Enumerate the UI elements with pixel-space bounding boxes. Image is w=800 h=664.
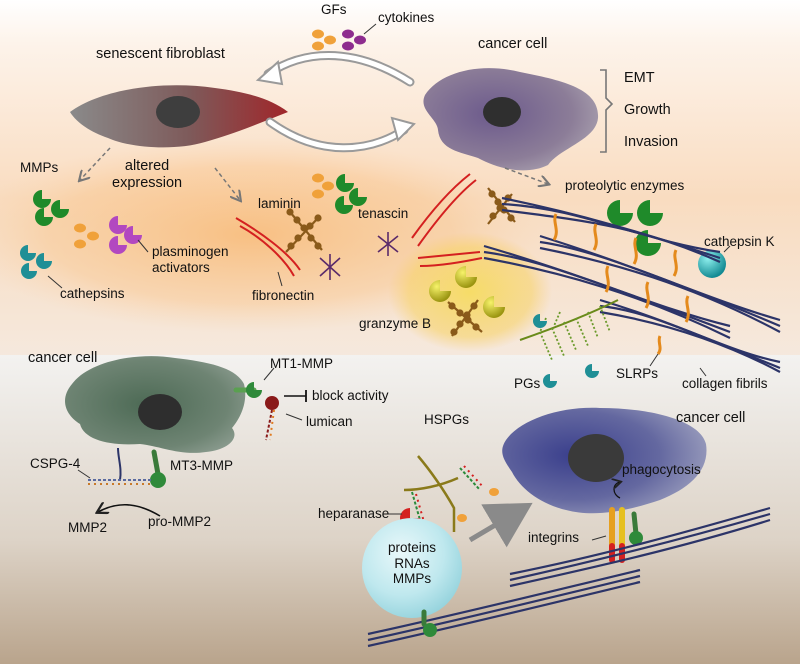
mmps-cluster	[33, 190, 69, 226]
cathepsin-k-label: cathepsin K	[704, 234, 775, 249]
extracellular-vesicle	[362, 518, 462, 618]
vesicle-receptor	[421, 609, 437, 637]
cytokines-dots	[342, 29, 366, 51]
block-activity-label: block activity	[312, 388, 389, 403]
vesicle-arrow	[468, 502, 533, 548]
cancer-cell-top-nucleus	[483, 97, 521, 127]
cancer-cell-mid	[65, 356, 246, 453]
slrps-label: SLRPs	[616, 366, 659, 381]
altered-expression-label: altered expression	[112, 158, 183, 191]
cancer-cell-mid-nucleus	[138, 394, 182, 430]
dashed-arrow-mmps	[80, 147, 111, 180]
vesicle-contents-label: proteins RNAs MMPs	[387, 540, 437, 587]
laminin-molecule-3	[447, 299, 483, 337]
orange-dots-left	[74, 223, 99, 249]
cancer-cell-mid-label: cancer cell	[28, 350, 98, 366]
gfs-label: GFs	[321, 2, 347, 17]
phagocytosis-label: phagocytosis	[622, 462, 701, 477]
cathepsins-label: cathepsins	[60, 286, 125, 301]
mt1-mmp-label: MT1-MMP	[270, 356, 333, 371]
senescent-fibroblast-label: senescent fibroblast	[96, 46, 225, 62]
mt3-mmp-receptor	[150, 449, 166, 488]
granzyme-b-balls	[429, 266, 505, 318]
pgs-label: PGs	[514, 376, 541, 391]
cancer-cell-top-label: cancer cell	[478, 36, 548, 52]
pro-mmp2-label: pro-MMP2	[148, 514, 212, 529]
heparanase-label: heparanase	[318, 506, 390, 521]
mmp2-label: MMP2	[68, 520, 108, 535]
collagen-fibrils-bottom	[367, 506, 771, 648]
laminin-label: laminin	[258, 196, 301, 211]
fibronectin-label: fibronectin	[252, 288, 315, 303]
yellow-zone	[388, 232, 552, 352]
cspg4-label: CSPG-4	[30, 456, 81, 471]
cancer-cell-top	[423, 68, 599, 171]
cspg4-molecule	[88, 447, 152, 485]
lumican-label: lumican	[306, 414, 353, 429]
proteolytic-enzymes-balls	[607, 200, 663, 256]
phagocytosis-arrow	[614, 482, 620, 499]
plasminogen-activators-cluster	[109, 216, 142, 254]
granzyme-b-label: granzyme B	[359, 316, 432, 331]
secreted-factors-middle	[312, 173, 367, 214]
fibroblast-nucleus	[156, 96, 200, 128]
gfs-dots	[312, 29, 336, 51]
tenascin-label: tenascin	[358, 206, 409, 221]
invasion-label: Invasion	[624, 134, 679, 150]
cytokines-label: cytokines	[378, 10, 435, 25]
laminin-molecule	[285, 208, 323, 253]
mt1-mmp-receptor	[233, 382, 279, 441]
slrps-connectors	[552, 213, 690, 355]
growth-label: Growth	[624, 102, 671, 118]
mmps-label: MMPs	[20, 160, 59, 175]
mt3-mmp-label: MT3-MMP	[170, 458, 233, 473]
cathepsins-cluster	[20, 245, 52, 279]
emt-label: EMT	[624, 70, 655, 86]
cancer-cell-bottom	[502, 407, 707, 514]
cancer-cell-bottom-label: cancer cell	[676, 410, 746, 426]
integrins-label: integrins	[528, 530, 580, 545]
effects-brace	[600, 69, 614, 153]
pgs-molecule	[519, 299, 619, 388]
cancer-cell-bottom-nucleus	[568, 434, 624, 482]
collagen-fibrils	[483, 196, 781, 373]
dashed-arrow-proteolytic	[504, 167, 548, 184]
senescent-fibroblast-cell	[70, 85, 288, 148]
plasminogen-activators-label: plasminogen activators	[152, 244, 229, 275]
tenascin-molecule	[319, 232, 399, 280]
laminin-molecule-2	[487, 187, 516, 225]
collagen-fibrils-label: collagen fibrils	[682, 376, 768, 391]
fibronectin-strands	[235, 173, 483, 277]
pro-mmp2-arrow	[98, 505, 161, 517]
proteolytic-enzymes-label: proteolytic enzymes	[565, 178, 685, 193]
hspgs-molecule	[403, 455, 499, 532]
hspgs-label: HSPGs	[424, 412, 470, 427]
